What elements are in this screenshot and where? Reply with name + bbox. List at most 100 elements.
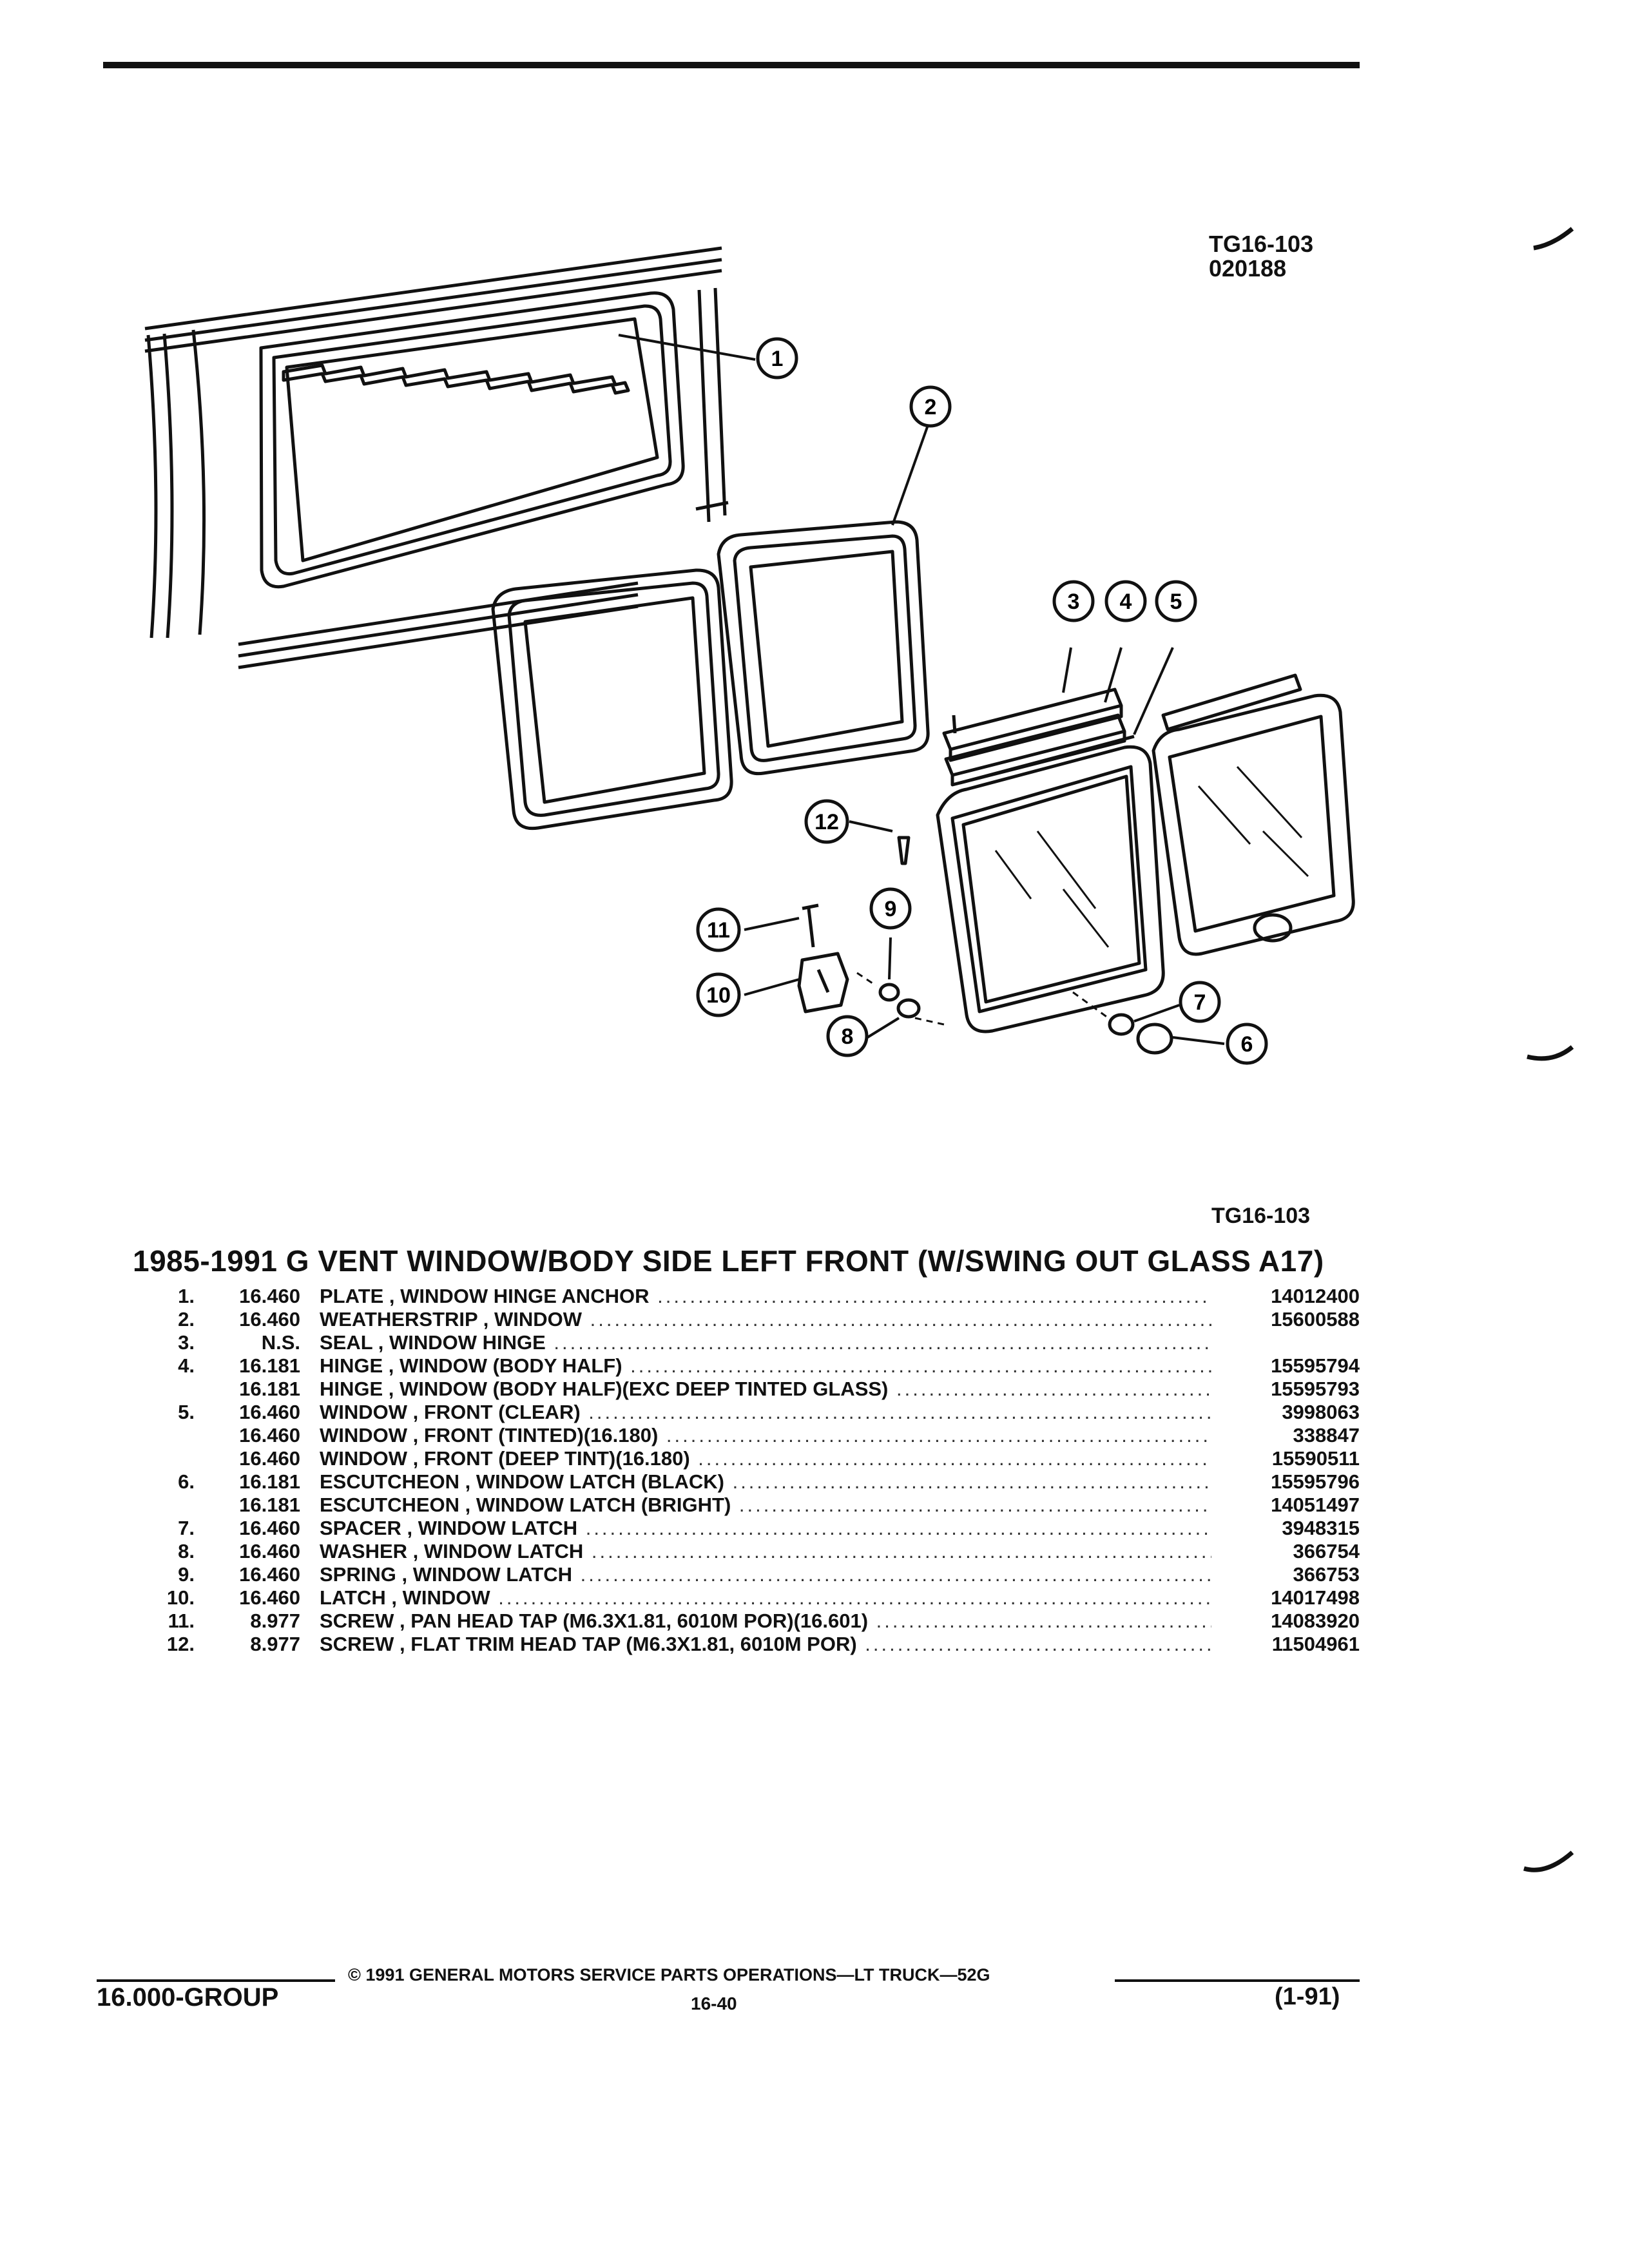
part-index: 7. bbox=[178, 1517, 195, 1539]
part-description-text: PLATE , WINDOW HINGE ANCHOR bbox=[320, 1285, 650, 1307]
part-group: 8.977 bbox=[250, 1610, 300, 1632]
part-group: 16.460 bbox=[239, 1447, 300, 1470]
callout-7: 7 bbox=[1179, 981, 1221, 1023]
part-description: LATCH , WINDOW .........................… bbox=[320, 1586, 1211, 1610]
callouts: 1 2 3 4 5 6 7 8 9 10 11 12 bbox=[696, 337, 1268, 1065]
part-description: HINGE , WINDOW (BODY HALF) .............… bbox=[320, 1354, 1211, 1378]
parts-row: 5. 16.460 WINDOW , FRONT (CLEAR) .........… bbox=[142, 1401, 1360, 1424]
svg-text:4: 4 bbox=[1120, 590, 1132, 614]
part-description-text: WASHER , WINDOW LATCH bbox=[320, 1540, 584, 1562]
leader-dots: ........................................… bbox=[698, 1447, 1211, 1470]
parts-row: 16.460 WINDOW , FRONT (DEEP TINT)(16.180)… bbox=[142, 1447, 1360, 1470]
part-index: 5. bbox=[178, 1401, 195, 1423]
svg-text:7: 7 bbox=[1194, 990, 1206, 1015]
part-description: SPACER , WINDOW LATCH ..................… bbox=[320, 1517, 1211, 1540]
leader-dots: ........................................… bbox=[630, 1354, 1211, 1377]
callout-9: 9 bbox=[869, 887, 912, 930]
section-title: 1985-1991 G VENT WINDOW/BODY SIDE LEFT F… bbox=[133, 1244, 1324, 1278]
parts-row: 9. 16.460 SPRING , WINDOW LATCH ..........… bbox=[142, 1563, 1360, 1586]
front-window-diagram bbox=[936, 745, 1165, 1033]
leader-dots: ........................................… bbox=[896, 1378, 1211, 1400]
svg-text:2: 2 bbox=[925, 395, 937, 419]
svg-text:3: 3 bbox=[1068, 590, 1080, 614]
part-number: 15595793 bbox=[1271, 1378, 1360, 1400]
footer-page-number: 16-40 bbox=[691, 1994, 737, 2013]
part-description: SPRING , WINDOW LATCH ..................… bbox=[320, 1563, 1211, 1586]
part-description: ESCUTCHEON , WINDOW LATCH (BRIGHT) .....… bbox=[320, 1494, 1211, 1517]
callout-2: 2 bbox=[909, 385, 952, 428]
part-description-text: SPRING , WINDOW LATCH bbox=[320, 1563, 573, 1586]
part-number: 15600588 bbox=[1271, 1308, 1360, 1331]
svg-text:12: 12 bbox=[815, 810, 839, 834]
part-index: 2. bbox=[178, 1308, 195, 1331]
part-group: 16.460 bbox=[239, 1586, 300, 1609]
part-description: PLATE , WINDOW HINGE ANCHOR ............… bbox=[320, 1285, 1211, 1308]
illustration-code-header: TG16-103 020188 bbox=[1209, 232, 1313, 281]
part-group: 16.181 bbox=[239, 1470, 300, 1493]
part-description: WINDOW , FRONT (CLEAR) .................… bbox=[320, 1401, 1211, 1424]
part-number: 338847 bbox=[1293, 1424, 1360, 1446]
part-number: 15595794 bbox=[1271, 1354, 1360, 1377]
part-group: 16.460 bbox=[239, 1563, 300, 1586]
part-index: 12. bbox=[166, 1633, 195, 1655]
part-number: 3998063 bbox=[1282, 1401, 1360, 1423]
part-group: 16.460 bbox=[239, 1308, 300, 1331]
part-group: 16.460 bbox=[239, 1424, 300, 1446]
footer-date: (1-91) bbox=[1275, 1983, 1340, 2010]
part-description: HINGE , WINDOW (BODY HALF)(EXC DEEP TINT… bbox=[320, 1378, 1211, 1401]
illustration-code-label: TG16-103 bbox=[1211, 1204, 1311, 1228]
illustration-code: TG16-103 bbox=[1209, 231, 1314, 257]
leader-dots: ........................................… bbox=[498, 1586, 1211, 1609]
leader-dots: ........................................… bbox=[666, 1424, 1211, 1446]
part-number: 3948315 bbox=[1282, 1517, 1360, 1539]
parts-row: 11. 8.977 SCREW , PAN HEAD TAP (M6.3X1.81,… bbox=[142, 1610, 1360, 1633]
callout-4: 4 bbox=[1104, 580, 1147, 622]
weatherstrip-diagram bbox=[491, 520, 930, 831]
part-description-text: LATCH , WINDOW bbox=[320, 1586, 490, 1609]
part-description: WEATHERSTRIP , WINDOW ..................… bbox=[320, 1308, 1211, 1331]
latch-assembly-diagram bbox=[797, 836, 1173, 1055]
leader-dots: ........................................… bbox=[590, 1308, 1211, 1331]
part-index: 9. bbox=[178, 1563, 195, 1586]
svg-text:11: 11 bbox=[707, 918, 730, 943]
leader-dots: ........................................… bbox=[588, 1401, 1211, 1423]
part-index: 8. bbox=[178, 1540, 195, 1562]
part-number: 15595796 bbox=[1271, 1470, 1360, 1493]
part-group: N.S. bbox=[261, 1331, 300, 1354]
svg-text:10: 10 bbox=[706, 983, 731, 1008]
part-description: WINDOW , FRONT (TINTED)(16.180) ........… bbox=[320, 1424, 1211, 1447]
svg-text:6: 6 bbox=[1241, 1032, 1253, 1057]
hinge-plates-diagram bbox=[942, 687, 1135, 787]
callout-10: 10 bbox=[696, 972, 741, 1017]
leader-dots: ........................................… bbox=[554, 1331, 1211, 1354]
part-description: WASHER , WINDOW LATCH ..................… bbox=[320, 1540, 1211, 1563]
parts-row: 10. 16.460 LATCH , WINDOW ................… bbox=[142, 1586, 1360, 1610]
part-group: 16.460 bbox=[239, 1517, 300, 1539]
part-description: WINDOW , FRONT (DEEP TINT)(16.180) .....… bbox=[320, 1447, 1211, 1470]
leader-dots: ........................................… bbox=[585, 1517, 1211, 1539]
part-description-text: ESCUTCHEON , WINDOW LATCH (BRIGHT) bbox=[320, 1494, 731, 1516]
part-group: 16.181 bbox=[239, 1494, 300, 1516]
part-index: 10. bbox=[166, 1586, 195, 1609]
part-description-text: SPACER , WINDOW LATCH bbox=[320, 1517, 578, 1539]
part-description-text: HINGE , WINDOW (BODY HALF) bbox=[320, 1354, 622, 1377]
part-description-text: SCREW , PAN HEAD TAP (M6.3X1.81, 6010M P… bbox=[320, 1610, 869, 1632]
leader-dots: ........................................… bbox=[657, 1285, 1211, 1307]
part-description-text: WINDOW , FRONT (DEEP TINT)(16.180) bbox=[320, 1447, 690, 1470]
part-number: 14083920 bbox=[1271, 1610, 1360, 1632]
part-index: 11. bbox=[168, 1610, 195, 1632]
part-group: 16.460 bbox=[239, 1401, 300, 1423]
callout-6: 6 bbox=[1226, 1023, 1268, 1065]
illustration-date: 020188 bbox=[1209, 255, 1287, 282]
part-number: 14051497 bbox=[1271, 1494, 1360, 1516]
part-index: 6. bbox=[178, 1470, 195, 1493]
part-index: 3. bbox=[178, 1331, 195, 1354]
callout-12: 12 bbox=[804, 799, 849, 844]
part-description-text: HINGE , WINDOW (BODY HALF)(EXC DEEP TINT… bbox=[320, 1378, 889, 1400]
svg-text:5: 5 bbox=[1170, 590, 1182, 614]
